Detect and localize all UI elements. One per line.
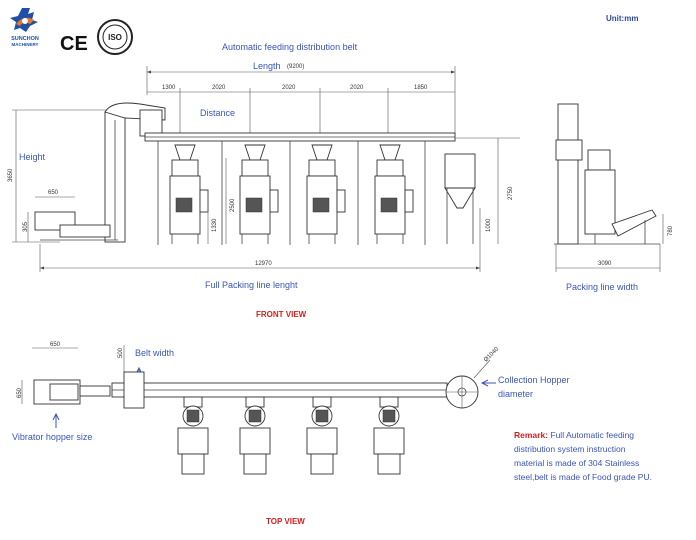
collection-hopper-label-line2: diameter (498, 389, 533, 399)
remark-block: Remark: Full Automatic feeding distribut… (514, 430, 652, 482)
dim-height-total: 3650 (8, 168, 14, 182)
remark-line1-text: Full Automatic feeding (548, 430, 634, 440)
dim-top-hopper-len: 650 (17, 387, 23, 398)
height-label: Height (19, 152, 46, 162)
length-text: Length (253, 61, 281, 71)
front-view-title: FRONT VIEW (256, 310, 307, 319)
remark-label: Remark: (514, 430, 548, 440)
remark-line1: Remark: Full Automatic feeding (514, 430, 634, 440)
unit-label: Unit:mm (606, 14, 638, 23)
full-line-length-label: Full Packing line lenght (205, 280, 298, 290)
top-machine-2 (239, 396, 271, 475)
front-machine-1 (169, 144, 209, 244)
top-machine-4 (373, 396, 405, 475)
dim-seg5: 1850 (414, 85, 428, 91)
dim-side-width: 3090 (598, 261, 612, 267)
dim-seg3: 2020 (282, 85, 296, 91)
dim-collector-low: 1000 (486, 218, 492, 232)
vibrator-arrow-icon (52, 412, 60, 428)
collection-hopper-label-line1: Collection Hopper (498, 375, 570, 385)
dim-seg1: 1300 (162, 85, 176, 91)
vibrator-hopper-label: Vibrator hopper size (12, 432, 92, 442)
ce-mark: CE (60, 33, 88, 55)
collection-arrow-icon (480, 379, 496, 387)
dim-side-height: 780 (668, 225, 674, 236)
dim-seg4: 2020 (350, 85, 364, 91)
dim-collection-diameter: Ø1040 (483, 346, 500, 363)
front-elevator: 305 650 (23, 102, 166, 243)
remark-line2: distribution system instruction (514, 444, 626, 454)
dim-seg2: 2020 (212, 85, 226, 91)
iso-badge: ISO (97, 19, 133, 55)
dim-hopper-width-front: 650 (48, 190, 59, 196)
top-machine-3 (306, 396, 338, 475)
iso-text: ISO (108, 33, 122, 42)
distance-label: Distance (200, 108, 235, 118)
side-view-machine (554, 103, 660, 245)
top-collection-hopper (445, 359, 491, 409)
length-label: Length (9200) (253, 61, 304, 71)
belt-width-label: Belt width (135, 348, 174, 358)
top-vibrator-hopper (33, 379, 111, 405)
remark-line4: steel,belt is made of Food grade PU. (514, 472, 652, 482)
company-logo: SUNCHON MACHINERY (10, 8, 39, 47)
dim-belt-width: 500 (118, 347, 124, 358)
dim-total-length: 12970 (255, 261, 272, 267)
remark-line3: material is made of 304 Stainless (514, 458, 639, 468)
dim-machine-lower: 1330 (212, 218, 218, 232)
front-collection-hopper (444, 153, 476, 244)
logo-text-line1: SUNCHON (11, 36, 39, 42)
front-machine-4 (374, 144, 414, 244)
dim-elevator-base: 305 (23, 221, 29, 232)
dim-machine-height: 2500 (230, 198, 236, 212)
feeding-belt-label: Automatic feeding distribution belt (222, 42, 358, 52)
length-value: (9200) (287, 64, 304, 70)
top-feeding-belt (111, 371, 448, 409)
front-machine-2 (239, 144, 279, 244)
top-view-title: TOP VIEW (266, 517, 305, 526)
dim-top-hopper-width: 650 (50, 342, 61, 348)
line-width-label: Packing line width (566, 282, 638, 292)
top-machine-1 (177, 396, 209, 475)
front-machine-3 (306, 144, 346, 244)
logo-text-line2: MACHINERY (11, 42, 38, 47)
dim-collector-height: 2750 (508, 186, 514, 200)
